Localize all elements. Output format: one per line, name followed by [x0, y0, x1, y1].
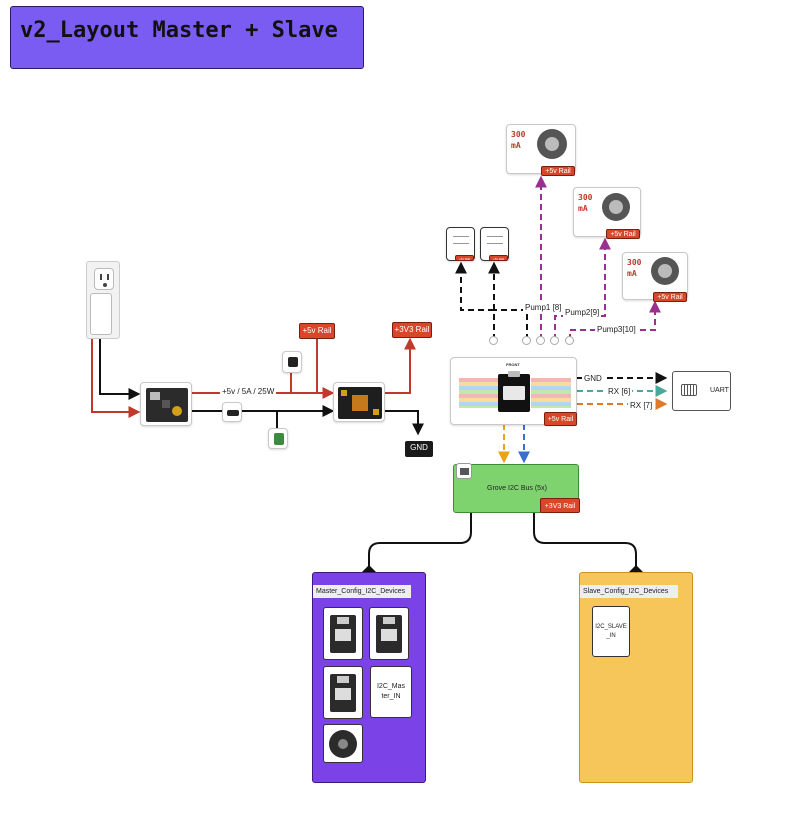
pump-rail-tag: +5v Rail	[541, 166, 575, 176]
grove-hub-icon	[456, 463, 472, 479]
pcb-icon	[146, 388, 188, 422]
pump-1-card[interactable]: 300 mA +5v Rail	[506, 124, 576, 176]
uart-device-card[interactable]: UART	[672, 371, 731, 411]
pin-connector-dot	[550, 336, 559, 345]
mcu-rail-tag: +5v Rail	[544, 412, 577, 426]
pump-rail-tag: +5v Rail	[606, 229, 640, 239]
pump-2-card[interactable]: 300 mA +5v Rail	[573, 187, 641, 239]
sensor-module-icon	[453, 236, 469, 244]
board-icon	[376, 614, 402, 653]
gnd-tag: GND	[405, 441, 433, 457]
i2c-device-board[interactable]	[323, 607, 363, 660]
power-line-label: +5v / 5A / 25W	[220, 387, 277, 396]
pinout-left-icon	[459, 378, 501, 408]
i2c-slave-in-node[interactable]: I2C_SLAVE _IN	[592, 606, 630, 657]
pin-connector-dot	[522, 336, 531, 345]
title-banner	[10, 6, 364, 69]
pump-rail-tag: +5v Rail	[653, 292, 687, 302]
grove-i2c-bus[interactable]: Grove I2C Bus (5x) +3V3 Rail	[453, 463, 580, 513]
pump-motor-icon	[602, 193, 630, 221]
rail-5v-tag: +5v Rail	[299, 323, 335, 339]
pump2-signal-label: Pump2[9]	[563, 308, 602, 317]
i2c-device-board[interactable]	[369, 607, 409, 660]
i2c-device-round[interactable]	[323, 724, 363, 763]
pump-current-label: 300 mA	[627, 258, 642, 278]
round-module-icon	[329, 729, 357, 758]
switch-icon	[288, 357, 298, 367]
mcu-front-label: FRONT	[506, 362, 520, 367]
capacitor-component[interactable]	[268, 428, 288, 449]
pump1-signal-label: Pump1 [8]	[523, 303, 564, 312]
sensor-module-icon	[487, 236, 503, 244]
pump-3-card[interactable]: 300 mA +5v Rail	[622, 252, 688, 302]
pump-motor-icon	[537, 129, 567, 159]
rail-3v3-tag: +3V3 Rail	[392, 322, 432, 338]
slave-config-label: Slave_Config_I2C_Devices	[580, 585, 678, 598]
mcu-chip-icon	[498, 371, 530, 412]
pump-motor-icon	[651, 257, 679, 285]
pin-connector-dot	[536, 336, 545, 345]
master-config-label: Master_Config_I2C_Devices	[313, 585, 411, 598]
sensor-1-card[interactable]: +5v Rail	[446, 227, 475, 261]
pinout-right-icon	[531, 378, 571, 408]
power-plug-icon	[90, 293, 112, 335]
rx7-signal-label: RX [7]	[628, 401, 655, 410]
pump3-signal-label: Pump3[10]	[595, 325, 638, 334]
pcb-icon	[338, 387, 382, 419]
pump-current-label: 300 mA	[511, 130, 526, 150]
mcu-board-card[interactable]: FRONT +5v Rail	[450, 357, 577, 426]
i2c-master-in-node[interactable]: I2C_Mas ter_IN	[370, 666, 412, 718]
pin-connector-dot	[489, 336, 498, 345]
uart-label: UART	[710, 387, 729, 394]
fuse-component[interactable]	[222, 402, 242, 422]
grove-bus-label: Grove I2C Bus (5x)	[487, 485, 547, 492]
pump-current-label: 300 mA	[578, 193, 593, 213]
board-icon	[330, 614, 356, 653]
i2c-device-board[interactable]	[323, 666, 363, 719]
outlet-face-icon	[94, 268, 114, 290]
rx6-signal-label: RX [6]	[606, 387, 633, 396]
sensor-2-card[interactable]: +5v Rail	[480, 227, 509, 261]
power-supply-board[interactable]	[140, 382, 192, 426]
uart-connector-icon	[681, 384, 697, 396]
board-icon	[330, 673, 356, 712]
gnd-signal-label: GND	[582, 374, 604, 383]
sensor-rail-tag: +5v Rail	[455, 255, 474, 261]
slave-config-container[interactable]: Slave_Config_I2C_Devices I2C_SLAVE _IN	[579, 572, 693, 783]
pin-connector-dot	[565, 336, 574, 345]
page-title: v2_Layout Master + Slave	[20, 18, 338, 43]
capacitor-icon	[274, 433, 284, 445]
regulator-board[interactable]	[333, 382, 385, 422]
fuse-icon	[227, 410, 239, 416]
switch-component[interactable]	[282, 351, 302, 373]
master-config-container[interactable]: Master_Config_I2C_Devices I2C_Mas ter_IN	[312, 572, 426, 783]
wall-outlet	[86, 261, 120, 339]
grove-rail-tag: +3V3 Rail	[540, 498, 580, 513]
sensor-rail-tag: +5v Rail	[489, 255, 508, 261]
